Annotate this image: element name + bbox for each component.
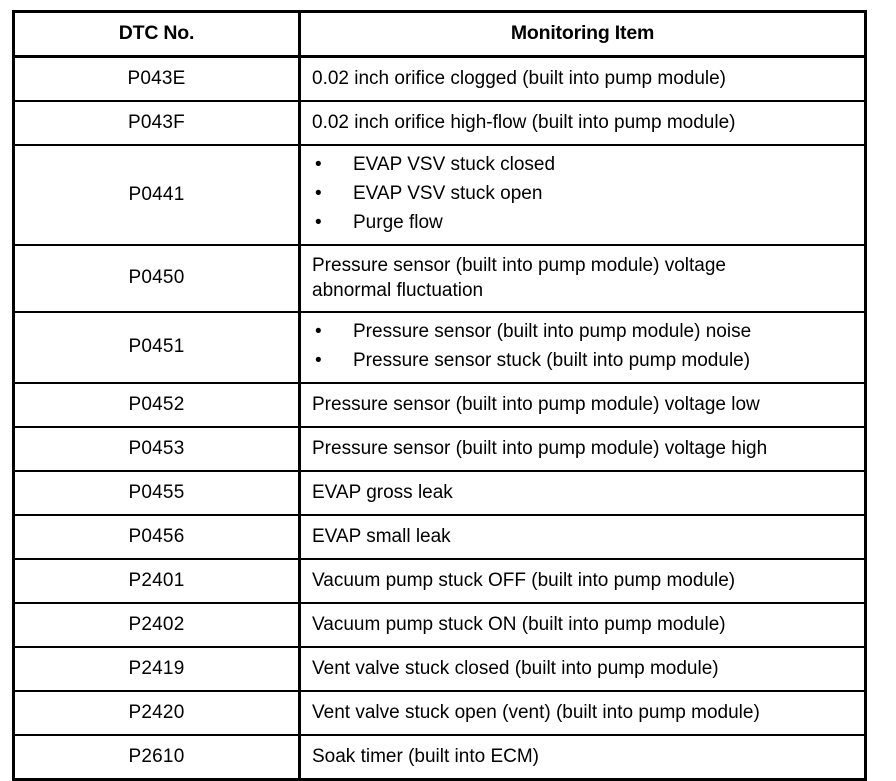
text-line: EVAP gross leak xyxy=(312,481,453,503)
monitoring-item-cell: 0.02 inch orifice high-flow (built into … xyxy=(299,100,866,146)
monitoring-item-text: Vacuum pump stuck OFF (built into pump m… xyxy=(312,560,858,602)
table-row: P0450 Pressure sensor (built into pump mo… xyxy=(13,243,866,312)
dtc-code-cell: P0452 xyxy=(13,381,301,427)
dtc-code-cell: P0453 xyxy=(13,425,301,471)
monitoring-item-text: Pressure sensor (built into pump module)… xyxy=(312,246,858,311)
dtc-code-cell: P2610 xyxy=(13,734,301,780)
monitoring-item-cell: EVAP gross leak xyxy=(299,469,866,515)
table-row: P2420 Vent valve stuck open (vent) (built… xyxy=(13,690,866,736)
monitoring-item-cell: Vacuum pump stuck ON (built into pump mo… xyxy=(299,602,866,648)
list-item: • Pressure sensor (built into pump module… xyxy=(312,318,858,347)
monitoring-item-text: Vent valve stuck closed (built into pump… xyxy=(312,648,858,690)
dtc-code-cell: P043E xyxy=(13,56,301,102)
list-item: • EVAP VSV stuck closed xyxy=(312,151,858,180)
dtc-code-cell: P0451 xyxy=(13,310,301,383)
bullet-icon: • xyxy=(315,211,322,233)
table-row: P0441 • EVAP VSV stuck closed • EVAP VSV stu… xyxy=(13,144,866,245)
dtc-code-cell: P2420 xyxy=(13,690,301,736)
list-item: • Purge flow xyxy=(312,209,858,238)
table-row: P2401 Vacuum pump stuck OFF (built into p… xyxy=(13,557,866,604)
monitoring-item-text: 0.02 inch orifice clogged (built into pu… xyxy=(312,58,858,100)
bullet-icon: • xyxy=(315,183,322,205)
monitoring-item-cell: Vent valve stuck closed (built into pump… xyxy=(299,646,866,692)
list-item-label: Pressure sensor stuck (built into pump m… xyxy=(353,349,751,371)
list-item: • Pressure sensor stuck (built into pump … xyxy=(312,347,858,376)
list-item-label: Purge flow xyxy=(353,211,443,233)
text-line: Vent valve stuck closed (built into pump… xyxy=(312,658,719,680)
bullet-icon: • xyxy=(315,154,322,176)
dtc-code-cell: P0441 xyxy=(13,144,301,245)
text-line: 0.02 inch orifice clogged (built into pu… xyxy=(312,68,727,89)
list-item-label: Pressure sensor (built into pump module)… xyxy=(353,320,752,342)
dtc-code-cell: P043F xyxy=(13,100,301,146)
list-item-label: EVAP VSV stuck closed xyxy=(353,154,556,176)
monitoring-item-cell: Pressure sensor (built into pump module)… xyxy=(299,243,866,312)
table-row: P0456 EVAP small leak xyxy=(13,513,866,559)
column-header-dtc-no: DTC No. xyxy=(13,11,301,57)
bullet-icon: • xyxy=(315,349,322,371)
monitoring-item-bullet-list: • Pressure sensor (built into pump module… xyxy=(312,313,858,382)
monitoring-item-cell: Soak timer (built into ECM) xyxy=(299,734,866,780)
monitoring-item-text: EVAP small leak xyxy=(312,516,858,558)
text-line: Vacuum pump stuck ON (built into pump mo… xyxy=(312,614,726,636)
text-line: EVAP small leak xyxy=(312,525,451,547)
monitoring-item-text: 0.02 inch orifice high-flow (built into … xyxy=(312,102,858,144)
table-row: P2402 Vacuum pump stuck ON (built into pu… xyxy=(13,602,866,648)
dtc-code-cell: P0455 xyxy=(13,469,301,515)
text-line: Vent valve stuck open (vent) (built into… xyxy=(312,702,760,724)
dtc-code-cell: P2419 xyxy=(13,646,301,692)
monitoring-item-cell: • EVAP VSV stuck closed • EVAP VSV stuck op… xyxy=(299,144,866,245)
monitoring-item-text: Vacuum pump stuck ON (built into pump mo… xyxy=(312,604,858,646)
dtc-code-cell: P0456 xyxy=(13,513,301,559)
document-page: DTC No. Monitoring Item P043E 0.02 inch o… xyxy=(12,10,867,781)
monitoring-item-text: EVAP gross leak xyxy=(312,472,858,514)
monitoring-item-text: Pressure sensor (built into pump module)… xyxy=(312,384,858,426)
monitoring-item-cell: Pressure sensor (built into pump module)… xyxy=(299,425,866,471)
monitoring-item-cell: 0.02 inch orifice clogged (built into pu… xyxy=(300,57,866,102)
dtc-code-cell: P2402 xyxy=(13,602,301,648)
monitoring-item-cell: Vent valve stuck open (vent) (built into… xyxy=(299,690,866,736)
header-row: DTC No. Monitoring Item xyxy=(13,11,866,57)
text-line: Vacuum pump stuck OFF (built into pump m… xyxy=(312,570,736,591)
bullet-icon: • xyxy=(315,320,322,342)
table-row: P2419 Vent valve stuck closed (built into… xyxy=(13,646,866,692)
text-line: 0.02 inch orifice high-flow (built into … xyxy=(312,112,736,134)
monitoring-item-text: Vent valve stuck open (vent) (built into… xyxy=(312,692,858,734)
monitoring-item-cell: EVAP small leak xyxy=(299,513,866,559)
table-row: P043E 0.02 inch orifice clogged (built in… xyxy=(13,56,866,102)
table-row: P043F 0.02 inch orifice high-flow (built … xyxy=(13,100,866,146)
monitoring-item-text: Pressure sensor (built into pump module)… xyxy=(312,428,858,470)
dtc-code-cell: P2401 xyxy=(13,557,301,604)
table-row: P0452 Pressure sensor (built into pump mo… xyxy=(13,381,866,427)
text-line: Pressure sensor (built into pump module)… xyxy=(312,254,726,276)
table-row: P0451 • Pressure sensor (built into pump m… xyxy=(13,310,866,383)
monitoring-item-cell: Vacuum pump stuck OFF (built into pump m… xyxy=(299,557,866,604)
monitoring-item-bullet-list: • EVAP VSV stuck closed • EVAP VSV stuck op… xyxy=(312,146,858,244)
text-line: Soak timer (built into ECM) xyxy=(312,746,540,768)
table-row: P0453 Pressure sensor (built into pump mo… xyxy=(13,425,866,471)
column-header-monitoring-item: Monitoring Item xyxy=(510,22,655,44)
list-item-label: EVAP VSV stuck open xyxy=(353,183,543,205)
text-line: Pressure sensor (built into pump module)… xyxy=(312,437,768,459)
monitoring-item-cell: Pressure sensor (built into pump module)… xyxy=(299,381,866,427)
text-line: abnormal fluctuation xyxy=(312,279,484,301)
text-line: Pressure sensor (built into pump module)… xyxy=(312,393,760,415)
dtc-code-cell: P0450 xyxy=(13,243,301,312)
table-row: P0455 EVAP gross leak xyxy=(13,469,866,515)
table-header: DTC No. Monitoring Item xyxy=(13,11,866,57)
monitoring-item-text: Soak timer (built into ECM) xyxy=(312,736,858,778)
list-item: • EVAP VSV stuck open xyxy=(312,180,858,209)
table-body: P043E 0.02 inch orifice clogged (built in… xyxy=(13,56,866,780)
monitoring-item-cell: • Pressure sensor (built into pump module… xyxy=(299,310,866,383)
dtc-monitoring-table: DTC No. Monitoring Item P043E 0.02 inch o… xyxy=(12,10,867,781)
table-row: P2610 Soak timer (built into ECM) xyxy=(13,734,866,780)
